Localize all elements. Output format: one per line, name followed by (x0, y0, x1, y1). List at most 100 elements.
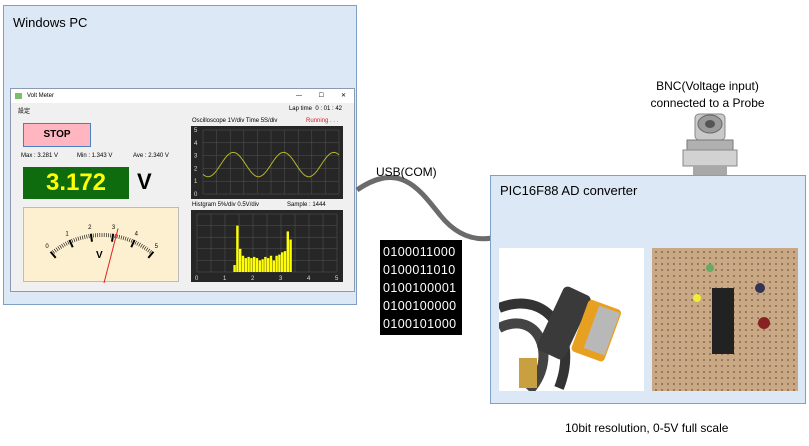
board-hole (751, 293, 753, 295)
board-hole (703, 281, 705, 283)
board-hole (691, 263, 693, 265)
meter-tick (59, 244, 62, 249)
board-hole (667, 383, 669, 385)
board-hole (655, 323, 657, 325)
board-hole (757, 257, 759, 259)
meter-tick-label: 0 (45, 244, 49, 250)
bnc-label: BNC(Voltage input) connected to a Probe (630, 78, 785, 112)
meter-tick (148, 250, 152, 254)
board-hole (691, 353, 693, 355)
board-hole (715, 383, 717, 385)
board-hole (679, 257, 681, 259)
board-hole (751, 305, 753, 307)
close-button[interactable]: ✕ (340, 93, 346, 99)
histogram-bar (244, 258, 247, 272)
board-hole (685, 371, 687, 373)
board-hole (703, 323, 705, 325)
board-hole (655, 263, 657, 265)
board-hole (703, 305, 705, 307)
histogram-bar (281, 252, 284, 272)
board-hole (697, 269, 699, 271)
board-hole (697, 347, 699, 349)
board-hole (739, 347, 741, 349)
board-hole (709, 323, 711, 325)
meter-tick (53, 248, 57, 253)
board-hole (661, 335, 663, 337)
board-hole (667, 305, 669, 307)
board-hole (793, 293, 795, 295)
board-hole (679, 365, 681, 367)
board-hole (757, 329, 759, 331)
meter-tick (147, 251, 155, 259)
board-hole (781, 359, 783, 361)
histogram-bar (283, 251, 287, 272)
board-hole (763, 251, 765, 253)
board-hole (769, 287, 771, 289)
board-hole (715, 365, 717, 367)
board-hole (781, 311, 783, 313)
board-hole (655, 281, 657, 283)
board-hole (787, 251, 789, 253)
board-hole (751, 323, 753, 325)
board-hole (733, 275, 735, 277)
stop-button[interactable]: STOP (23, 123, 91, 147)
board-hole (739, 383, 741, 385)
board-hole (787, 359, 789, 361)
board-hole (709, 287, 711, 289)
binary-line: 0100011010 (383, 263, 456, 277)
board-hole (793, 263, 795, 265)
board-hole (661, 275, 663, 277)
board-hole (691, 335, 693, 337)
meter-tick (145, 247, 149, 252)
board-hole (709, 365, 711, 367)
board-hole (793, 275, 795, 277)
board-hole (661, 323, 663, 325)
board-hole (667, 359, 669, 361)
window-title: Volt Meter (27, 93, 55, 99)
board-hole (685, 293, 687, 295)
board-hole (673, 389, 675, 391)
board-hole (715, 281, 717, 283)
board-hole (721, 389, 723, 391)
board-hole (661, 317, 663, 319)
board-hole (709, 383, 711, 385)
board-hole (691, 257, 693, 259)
maximize-button[interactable]: ☐ (318, 93, 324, 99)
board-hole (745, 299, 747, 301)
component (693, 294, 701, 302)
board-hole (781, 317, 783, 319)
board-hole (685, 287, 687, 289)
board-hole (745, 389, 747, 391)
board-hole (739, 329, 741, 331)
board-hole (727, 389, 729, 391)
board-hole (757, 353, 759, 355)
board-hole (787, 341, 789, 343)
board-hole (733, 365, 735, 367)
board-hole (685, 263, 687, 265)
board-hole (685, 275, 687, 277)
board-hole (715, 263, 717, 265)
board-hole (739, 389, 741, 391)
histogram-bar (255, 258, 259, 272)
board-hole (697, 281, 699, 283)
board-hole (709, 341, 711, 343)
lap-time: Lap time 0 : 01 : 42 (289, 106, 342, 112)
board-hole (769, 311, 771, 313)
board-hole (745, 335, 747, 337)
board-hole (739, 287, 741, 289)
board-hole (775, 329, 777, 331)
meter-tick (143, 246, 147, 250)
board-hole (667, 251, 669, 253)
board-hole (661, 305, 663, 307)
meter-tick (136, 241, 139, 246)
board-hole (763, 383, 765, 385)
board-hole (691, 365, 693, 367)
board-hole (673, 263, 675, 265)
board-hole (709, 359, 711, 361)
board-hole (745, 281, 747, 283)
board-hole (667, 347, 669, 349)
board-hole (781, 287, 783, 289)
menu-settings[interactable]: 設定 (18, 109, 31, 115)
minimize-button[interactable]: — (296, 93, 302, 99)
